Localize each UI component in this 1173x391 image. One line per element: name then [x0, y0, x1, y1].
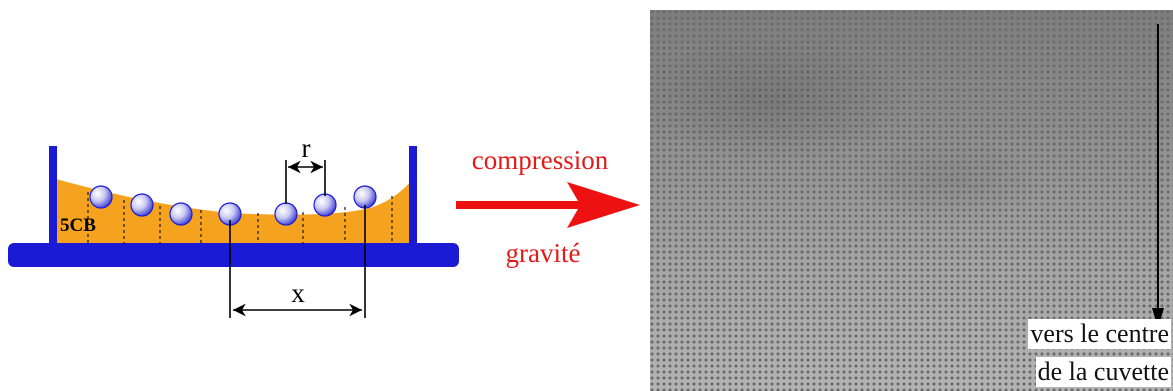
sphere — [130, 193, 154, 217]
distance-dimension — [229, 205, 366, 318]
micrograph-caption-line1: vers le centre — [1028, 319, 1171, 349]
micrograph-caption-line2: de la cuvette — [1035, 357, 1171, 387]
sphere — [89, 185, 113, 209]
dashed-guides — [87, 192, 393, 244]
cell-left-wall — [49, 146, 57, 246]
substance-label: 5CB — [60, 215, 96, 236]
cell-base — [8, 243, 459, 267]
center-direction-arrow — [1152, 24, 1164, 328]
sphere — [313, 193, 337, 217]
compression-label: compression — [472, 145, 609, 175]
spacing-dimension — [285, 160, 326, 204]
sphere — [353, 185, 377, 209]
spacing-label: r — [302, 133, 311, 163]
liquid-crystal-meniscus — [56, 179, 412, 246]
micrograph-image: vers le centre de la cuvette — [650, 10, 1173, 391]
distance-label: x — [291, 278, 305, 308]
process-arrow — [456, 182, 640, 228]
cell-right-wall — [409, 146, 417, 246]
gravity-label: gravité — [506, 238, 581, 268]
colloid-spheres — [89, 185, 377, 226]
sphere — [274, 202, 298, 226]
sphere — [169, 202, 193, 226]
